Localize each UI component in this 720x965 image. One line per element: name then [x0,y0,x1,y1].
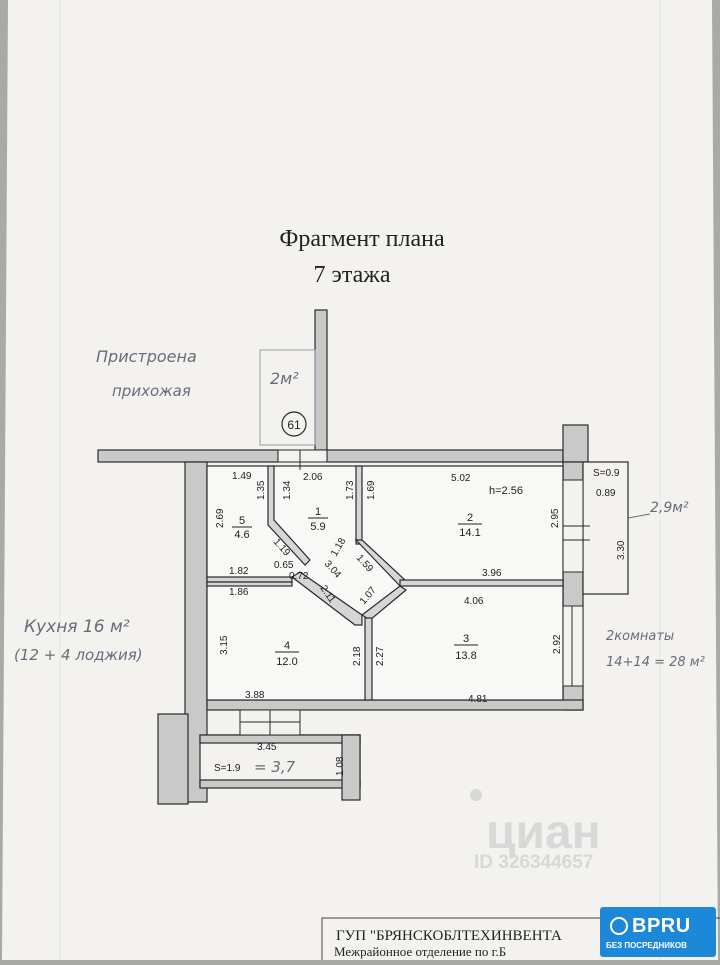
dim-3-15: 3.15 [219,635,230,655]
note-loggia: = 3,7 [254,758,296,776]
loggia-wall-bottom [199,779,361,789]
dim-2-69: 2.69 [215,508,226,528]
note-kitchen-line2: (12 + 4 лоджия) [14,646,143,664]
room-2-area: 14.1 [459,527,480,539]
room-3-number: 3 [463,633,469,645]
dim-0-65: 0.65 [274,560,294,571]
bpru-logo: BPRU [610,915,691,938]
cian-watermark: циан ID 326344657 [470,789,601,873]
ceiling-height: h=2.56 [489,485,523,497]
wall-vertical-top [314,309,328,451]
people-icon [610,917,628,935]
partitions [206,465,564,701]
footer-dept: Межрайонное отделение по г.Б [334,944,506,959]
dim-2-27: 2.27 [375,646,386,666]
partition-room5-right [267,465,311,566]
dim-3-88: 3.88 [245,690,265,701]
dim-3-45: 3.45 [257,742,277,753]
bpru-brand: BPRU [632,915,691,937]
dim-1-49: 1.49 [232,471,252,482]
partition-room4-top [206,581,293,587]
apartment-number: 61 [287,418,301,432]
partition-room2-bottom [399,579,564,587]
dim-1-35: 1.35 [256,480,267,500]
dim-2-95: 2.95 [550,508,561,528]
room-2-number: 2 [467,512,473,524]
loggia-wall-right [341,734,361,801]
dim-1-86: 1.86 [229,587,249,598]
paper-grid [59,0,661,960]
wall-left-stub [157,713,189,805]
balcony-right-area: S=0.9 [593,468,620,479]
watermark-pin-icon [470,789,482,801]
dim-1-34: 1.34 [282,480,293,500]
room-4-number: 4 [284,640,290,652]
dim-1-82: 1.82 [229,566,249,577]
window-room3 [562,605,584,687]
room-4-area: 12.0 [276,656,297,668]
bpru-subtitle: БЕЗ ПОСРЕДНИКОВ [606,941,687,950]
loggia-wall-top [199,734,361,744]
partition-room3-left [364,617,373,701]
footer-org: ГУП "БРЯНСКОБЛТЕХИНВЕНТА [336,928,562,944]
dim-1-69: 1.69 [366,480,377,500]
bpru-badge[interactable]: BPRU БЕЗ ПОСРЕДНИКОВ [600,907,716,957]
dim-1-73: 1.73 [345,480,356,500]
balcony-right-frame [582,461,629,595]
walls [97,309,629,805]
dim-2-92: 2.92 [552,634,563,654]
dim-0-89: 0.89 [596,488,616,499]
partition-room5-bottom [206,576,293,583]
handwritten-notes: Пристроена прихожая 2м² 2,9м² Кухня 16 м… [14,347,705,776]
dim-2-18: 2.18 [352,646,363,666]
added-hallway-outline [259,349,316,446]
partition-corridor-diagonal [290,571,363,626]
dim-3-30: 3.30 [616,540,627,560]
wall-top-right [326,449,564,463]
room-1-area: 5.9 [310,521,325,533]
room-labels: 1 5.9 2 14.1 3 13.8 4 12.0 5 4.6 [232,506,482,668]
note-hall-line1: Пристроена [96,347,197,366]
note-rooms-line1: 2комнаты [606,629,674,644]
dim-0-72: 0.72 [289,571,309,582]
dim-4-06: 4.06 [464,596,484,607]
watermark-brand: циан [486,806,601,859]
wall-top-left [97,449,279,463]
dim-4-81: 4.81 [468,694,488,705]
loggia-frame [199,734,361,788]
room-3-area: 13.8 [455,650,476,662]
note-rooms-line2: 14+14 = 28 м² [606,655,705,670]
dim-1-08: 1.08 [335,756,346,776]
openings [239,449,590,736]
plan-subtitle: 7 этажа [314,262,391,288]
note-balcony: 2,9м² [650,500,689,516]
wall-tower [562,424,589,463]
room-5-area: 4.6 [234,529,249,541]
dim-3-96: 3.96 [482,568,502,579]
watermark-id: ID 326344657 [474,852,593,873]
note-hall-area: 2м² [270,369,299,388]
apartment-number-circle [281,411,307,437]
partition-room1-right [355,465,363,545]
loggia-area: S=1.9 [214,763,241,774]
footer-frame [321,917,720,965]
note-hall-line2: прихожая [112,382,191,400]
room-1-number: 1 [315,506,321,518]
wall-bottom [206,699,584,711]
dim-2-06: 2.06 [303,472,323,483]
dim-5-02: 5.02 [451,473,471,484]
note-kitchen-line1: Кухня 16 м² [24,617,130,637]
room-5-number: 5 [239,515,245,527]
entrance-door [277,449,328,463]
plan-title: Фрагмент плана [279,226,445,252]
